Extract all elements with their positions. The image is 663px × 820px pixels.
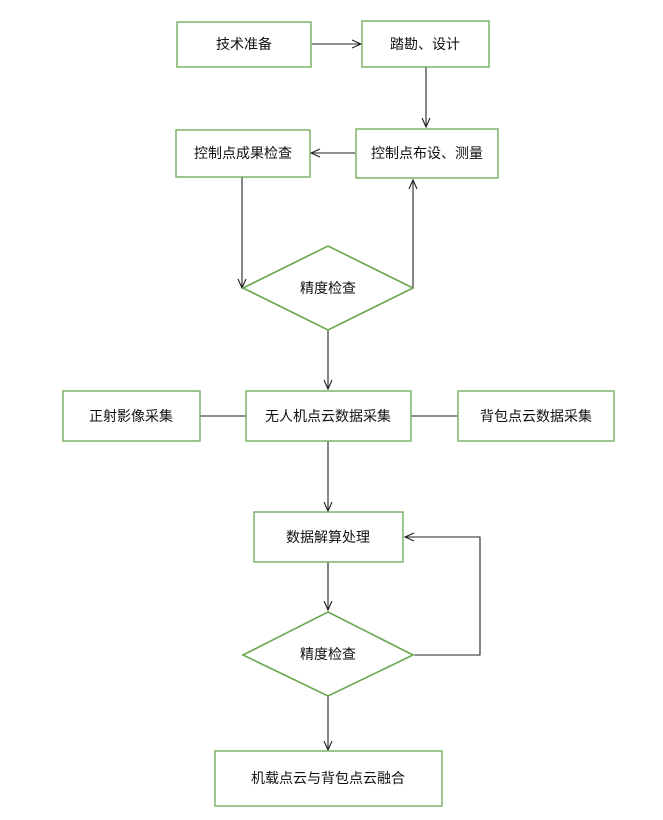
node-ortho-collection-label: 正射影像采集 — [89, 408, 173, 425]
node-backpack-collection: 背包点云数据采集 — [457, 390, 615, 442]
edge-accuracy-back-to-processing — [403, 532, 481, 656]
node-fusion-label: 机载点云与背包点云融合 — [251, 771, 405, 787]
node-uav-collection-label: 无人机点云数据采集 — [265, 408, 391, 425]
node-control-layout: 控制点布设、测量 — [355, 128, 499, 179]
node-ortho-collection: 正射影像采集 — [62, 390, 201, 442]
node-survey-design: 踏勘、设计 — [361, 20, 490, 68]
node-tech-prep-label: 技术准备 — [216, 36, 272, 53]
node-accuracy-check-2: 精度检查 — [241, 611, 415, 697]
node-data-processing-label: 数据解算处理 — [286, 530, 370, 546]
node-accuracy-check-2-label: 精度检查 — [300, 647, 356, 663]
edges — [200, 39, 481, 752]
node-backpack-collection-label: 背包点云数据采集 — [480, 408, 592, 425]
node-tech-prep: 技术准备 — [176, 21, 312, 68]
node-control-check-label: 控制点成果检查 — [194, 146, 292, 162]
node-survey-design-label: 踏勘、设计 — [390, 37, 460, 53]
node-accuracy-check-1: 精度检查 — [241, 245, 415, 331]
node-control-layout-label: 控制点布设、测量 — [371, 146, 483, 162]
node-fusion: 机载点云与背包点云融合 — [214, 750, 443, 807]
node-uav-collection: 无人机点云数据采集 — [245, 390, 412, 442]
node-accuracy-check-1-label: 精度检查 — [300, 281, 356, 297]
node-control-check: 控制点成果检查 — [175, 129, 311, 178]
node-data-processing: 数据解算处理 — [253, 511, 404, 563]
